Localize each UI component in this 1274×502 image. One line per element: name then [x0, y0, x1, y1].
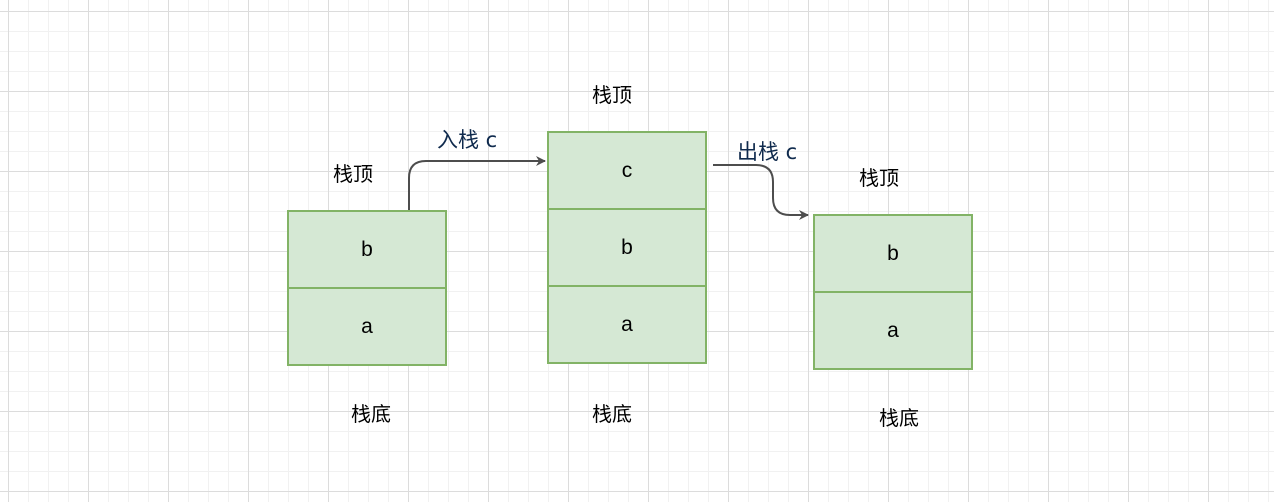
stack-2-item: c [547, 131, 707, 210]
stack-1-item: a [287, 287, 447, 366]
stack-3-item: a [813, 291, 973, 370]
stack-2-item: a [547, 285, 707, 364]
push-arrow-label: 入栈 c [437, 128, 498, 152]
stack-1-bottom-label: 栈底 [351, 402, 391, 426]
stack-2-bottom-label: 栈底 [592, 402, 632, 426]
stack-3: b a [813, 214, 973, 370]
stack-2-top-label: 栈顶 [592, 83, 632, 107]
stack-1-top-label: 栈顶 [333, 162, 373, 186]
stack-2-item: b [547, 208, 707, 287]
stack-3-top-label: 栈顶 [859, 166, 899, 190]
stack-1: b a [287, 210, 447, 366]
stack-3-item: b [813, 214, 973, 293]
pop-arrow-label: 出栈 c [737, 140, 798, 164]
pop-arrow [713, 164, 809, 220]
stack-3-bottom-label: 栈底 [879, 406, 919, 430]
stack-2: c b a [547, 131, 707, 364]
stack-1-item: b [287, 210, 447, 289]
push-arrow [408, 156, 546, 211]
